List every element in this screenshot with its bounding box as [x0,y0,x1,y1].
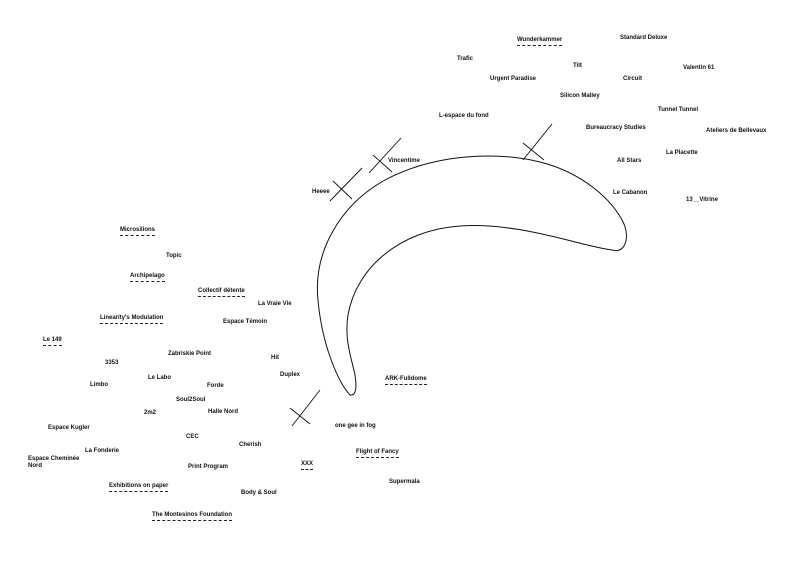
label-la-vraie-vie: La Vraie Vie [258,301,292,307]
label-cec: CEC [186,434,199,440]
label-3353: 3353 [105,360,119,366]
label-le-labo: Le Labo [148,375,172,381]
label-ark-fulldome: ARK-Fulldome [385,376,427,385]
label-body-and-soul: Body & Soul [241,490,277,496]
label-microsilions: Microsilions [120,227,156,236]
label-wunderkammer: Wunderkammer [517,37,563,46]
label-zabriskie-point: Zabriskie Point [168,351,212,357]
label-xxx: XXX [301,461,314,470]
label-all-stars: All Stars [617,158,642,164]
label-le-cabanon: Le Cabanon [613,190,648,196]
label-espace-cheminee-nord: Espace Cheminée Nord [28,456,80,469]
cross-mark [291,389,321,427]
cross-mark [329,167,363,202]
label-collectif-detente: Collectif détente [198,288,245,297]
label-urgent-paradise: Urgent Paradise [490,76,537,82]
label-forde: Forde [207,383,224,389]
label-vincentime: Vincentime [388,158,420,164]
label-linearitys-modulation: Linearity's Modulation [100,315,164,324]
label-standard-deluxe: Standard Deluxe [620,35,668,41]
label-bureaucracy-studies: Bureaucracy Studies [586,125,646,131]
label-print-program: Print Program [188,464,229,470]
label-le-149: Le 149 [43,337,62,346]
label-limbo: Limbo [90,382,108,388]
label-one-gee-in-fog: one gee in fog [335,423,376,429]
cross-mark [368,137,402,174]
label-halle-nord: Halle Nord [208,409,239,415]
label-heeee: Heeee [312,189,330,195]
label-2m2: 2m2 [144,410,157,416]
label-espace-temoin: Espace Témoin [223,319,268,325]
label-tilt: Tilt [573,63,582,69]
label-the-montesinos-foundation: The Montesinos Foundation [152,512,232,521]
label-la-fonderie: La Fonderie [85,448,120,454]
label-circuit: Circuit [623,76,643,82]
label-cherish: Cherish [239,442,262,448]
label-l-espace-du-fond: L-espace du fond [439,113,489,119]
label-silicon-malley: Silicon Malley [560,93,600,99]
banana-shape-outline [316,155,627,396]
label-hit: Hit [271,355,279,361]
label-exhibitions-on-paper: Exhibitions on paper [109,483,169,492]
label-topic: Topic [166,253,182,259]
cross-mark [332,180,353,200]
label-ateliers-de-bellevaux: Ateliers de Bellevaux [706,128,767,134]
label-supermala: Supermala [389,479,420,485]
cross-mark [522,142,545,161]
label-13-vitrine: 13__Vitrine [686,197,718,203]
label-tunnel-tunnel: Tunnel Tunnel [658,107,699,113]
label-flight-of-fancy: Flight of Fancy [356,449,399,458]
label-espace-kugler: Espace Kugler [48,425,90,431]
cross-mark [372,154,393,173]
label-valentin-61: Valentin 61 [683,65,715,71]
label-trafic: Trafic [457,56,474,62]
label-la-placette: La Placette [666,150,698,156]
label-archipelago: Archipelago [130,273,165,282]
cross-mark [522,123,553,161]
label-soul2soul: Soul2Soul [176,397,206,403]
label-duplex: Duplex [280,372,301,378]
